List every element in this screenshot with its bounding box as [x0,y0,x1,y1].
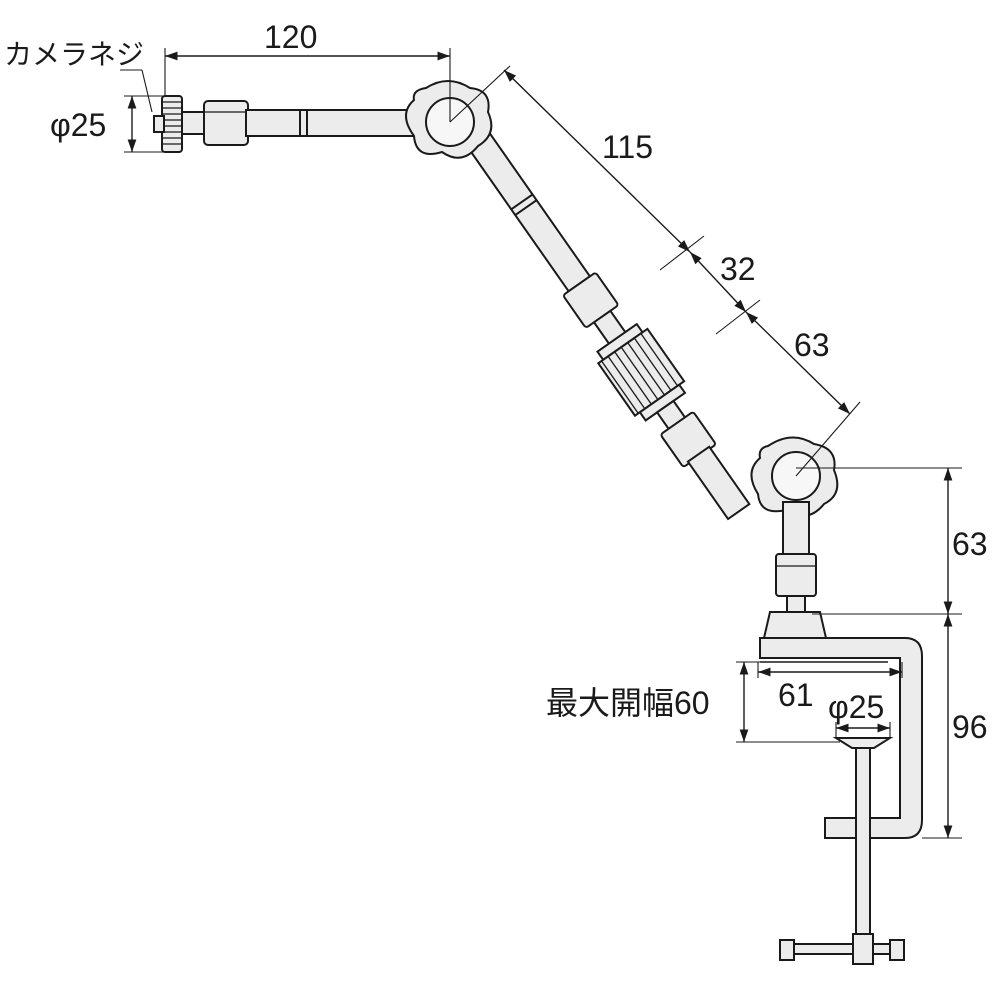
dim-63-diag-label: 63 [794,327,830,363]
dim-32-label: 32 [720,251,756,287]
dim-115-label: 115 [602,129,653,165]
vertical-post [775,501,817,613]
camera-screw-label: カメラネジ [4,39,144,70]
phi25-top-label: φ25 [50,107,106,143]
top-joint-knob [405,80,493,159]
bottom-joint-knob [750,436,839,517]
phi25-bottom-label: φ25 [828,689,884,725]
camera-screw-knob [153,95,183,153]
dim-61-label: 61 [778,677,814,713]
c-clamp [759,611,923,965]
dimension-lines [120,48,962,839]
dim-120-label: 120 [264,19,317,55]
max-opening-label: 最大開幅60 [546,685,710,721]
dim-96-label: 96 [952,709,988,745]
upper-diagonal-arm [452,111,751,521]
dim-63-vert-label: 63 [952,526,988,562]
top-arm-segment [181,100,415,146]
